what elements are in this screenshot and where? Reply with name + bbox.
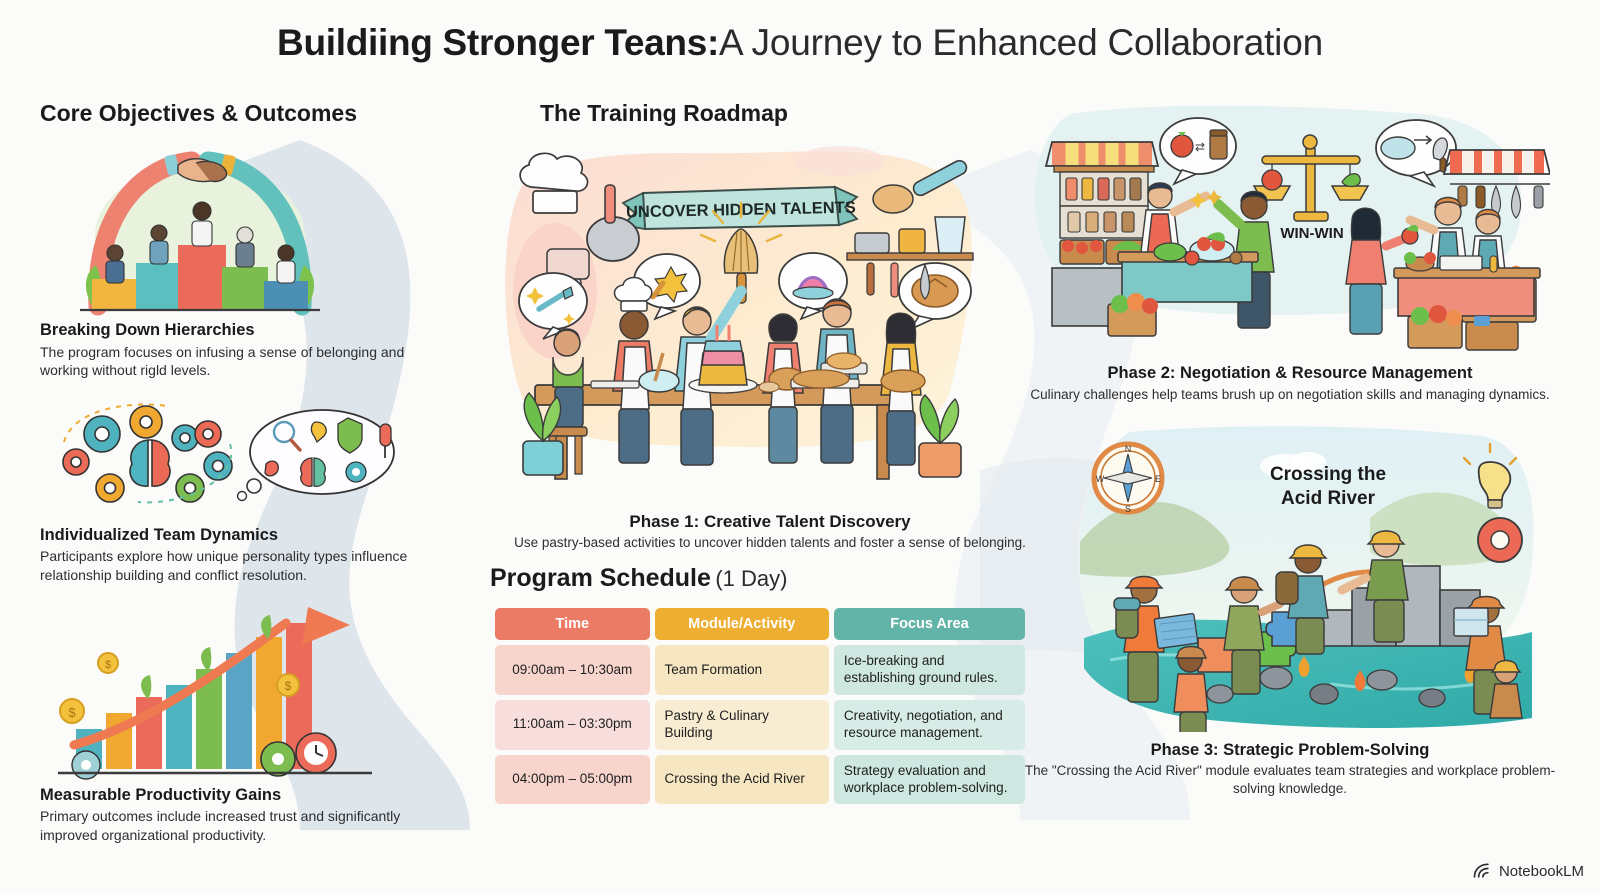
svg-text:$: $ <box>68 705 76 720</box>
cell-time: 04:00pm – 05:00pm <box>495 754 650 805</box>
schedule-heading: Program Schedule (1 Day) <box>490 564 1070 593</box>
left-column: Core Objectives & Outcomes <box>40 100 440 861</box>
cell-time: 09:00am – 10:30am <box>495 645 650 695</box>
acid-river-illustration: N S W E Crossing the Acid River <box>1070 422 1540 732</box>
svg-text:N: N <box>1125 444 1132 454</box>
phase-1-title: Phase 1: Creative Talent Discovery <box>629 512 911 531</box>
objective-item-breaking-down-hierarchies: Breaking Down Hierarchies The program fo… <box>40 141 440 380</box>
cell-focus: Ice-breaking and establishing ground rul… <box>833 645 1025 695</box>
phase-3-desc: The "Crossing the Acid River" module eva… <box>1024 763 1556 797</box>
column-header-time: Time <box>495 608 650 641</box>
phase-2-title: Phase 2: Negotiation & Resource Manageme… <box>1107 364 1473 382</box>
schedule-subtitle: (1 Day) <box>715 566 788 592</box>
column-header-module: Module/Activity <box>654 608 829 641</box>
table-header-row: Time Module/Activity Focus Area <box>495 608 1025 641</box>
schedule-table: Time Module/Activity Focus Area 09:00am … <box>490 603 1030 809</box>
notebooklm-spiral-icon <box>1473 863 1489 878</box>
page-title-light: A Journey to Enhanced Collaboration <box>719 22 1323 63</box>
svg-text:W: W <box>1096 474 1105 484</box>
cell-time: 11:00am – 03:30pm <box>495 699 650 750</box>
brain-gears-illustration <box>50 396 400 521</box>
cell-module: Team Formation <box>654 645 829 695</box>
cell-focus: Strategy evaluation and workplace proble… <box>833 754 1025 805</box>
table-row: 04:00pm – 05:00pm Crossing the Acid Rive… <box>495 754 1025 805</box>
phase-3-caption: Phase 3: Strategic Problem-Solving The "… <box>1010 740 1570 799</box>
page-title: Buildiing Stronger Teans:A Journey to En… <box>0 22 1600 64</box>
phase-2-desc: Culinary challenges help teams brush up … <box>1030 386 1550 402</box>
svg-text:S: S <box>1125 504 1131 514</box>
growth-chart-illustration: $ $ $ <box>50 601 380 781</box>
phase-1-caption: Phase 1: Creative Talent Discovery Use p… <box>470 511 1070 552</box>
svg-text:$: $ <box>285 679 292 693</box>
river-label-line2: Acid River <box>1281 488 1376 509</box>
win-win-label: WIN-WIN <box>1280 225 1343 242</box>
right-column: ⇄ WIN-WIN <box>1010 100 1570 798</box>
svg-text:$: $ <box>105 659 111 671</box>
phase-2-caption: Phase 2: Negotiation & Resource Manageme… <box>1010 363 1570 404</box>
svg-text:⇄: ⇄ <box>1195 140 1205 154</box>
svg-text:E: E <box>1155 474 1161 484</box>
cell-focus: Creativity, negotiation, and resource ma… <box>833 699 1025 750</box>
market-negotiation-illustration: ⇄ WIN-WIN <box>1010 100 1550 355</box>
column-header-focus: Focus Area <box>833 608 1025 641</box>
handshake-podium-illustration <box>70 141 330 316</box>
cell-module: Pastry & Culinary Building <box>654 699 829 750</box>
culinary-team-illustration: UNCOVER HIDDEN TALENTS <box>495 141 985 501</box>
watermark-label: NotebookLM <box>1498 862 1584 880</box>
objective-item-measurable-productivity-gains: $ $ $ Measurable Productivity Gains Prim… <box>40 601 440 845</box>
objective-title: Individualized Team Dynamics <box>40 525 279 544</box>
program-schedule: Program Schedule (1 Day) Time Module/Act… <box>470 564 1070 809</box>
objective-desc: Participants explore how unique personal… <box>40 548 408 584</box>
phase-3-title: Phase 3: Strategic Problem-Solving <box>1150 740 1430 759</box>
center-section-heading: The Training Roadmap <box>540 100 788 126</box>
objective-title: Breaking Down Hierarchies <box>40 321 255 339</box>
objective-title: Measurable Productivity Gains <box>40 785 282 804</box>
phase-1-desc: Use pastry-based activities to uncover h… <box>514 535 1026 551</box>
objective-item-individualized-team-dynamics: Individualized Team Dynamics Participant… <box>40 396 440 585</box>
page-title-bold: Buildiing Stronger Teans: <box>277 22 720 63</box>
left-section-heading: Core Objectives & Outcomes <box>40 100 357 126</box>
table-row: 11:00am – 03:30pm Pastry & Culinary Buil… <box>495 699 1025 750</box>
objective-desc: The program focuses on infusing a sense … <box>40 343 405 379</box>
river-label-line1: Crossing the <box>1270 464 1386 485</box>
cell-module: Crossing the Acid River <box>654 754 829 805</box>
objective-desc: Primary outcomes include increased trust… <box>40 808 401 843</box>
table-row: 09:00am – 10:30am Team Formation Ice-bre… <box>495 645 1025 695</box>
schedule-title: Program Schedule <box>490 564 711 593</box>
notebooklm-watermark: NotebookLM <box>1472 861 1584 881</box>
center-column: The Training Roadmap UNCOVER HIDDEN TALE… <box>470 100 1070 809</box>
